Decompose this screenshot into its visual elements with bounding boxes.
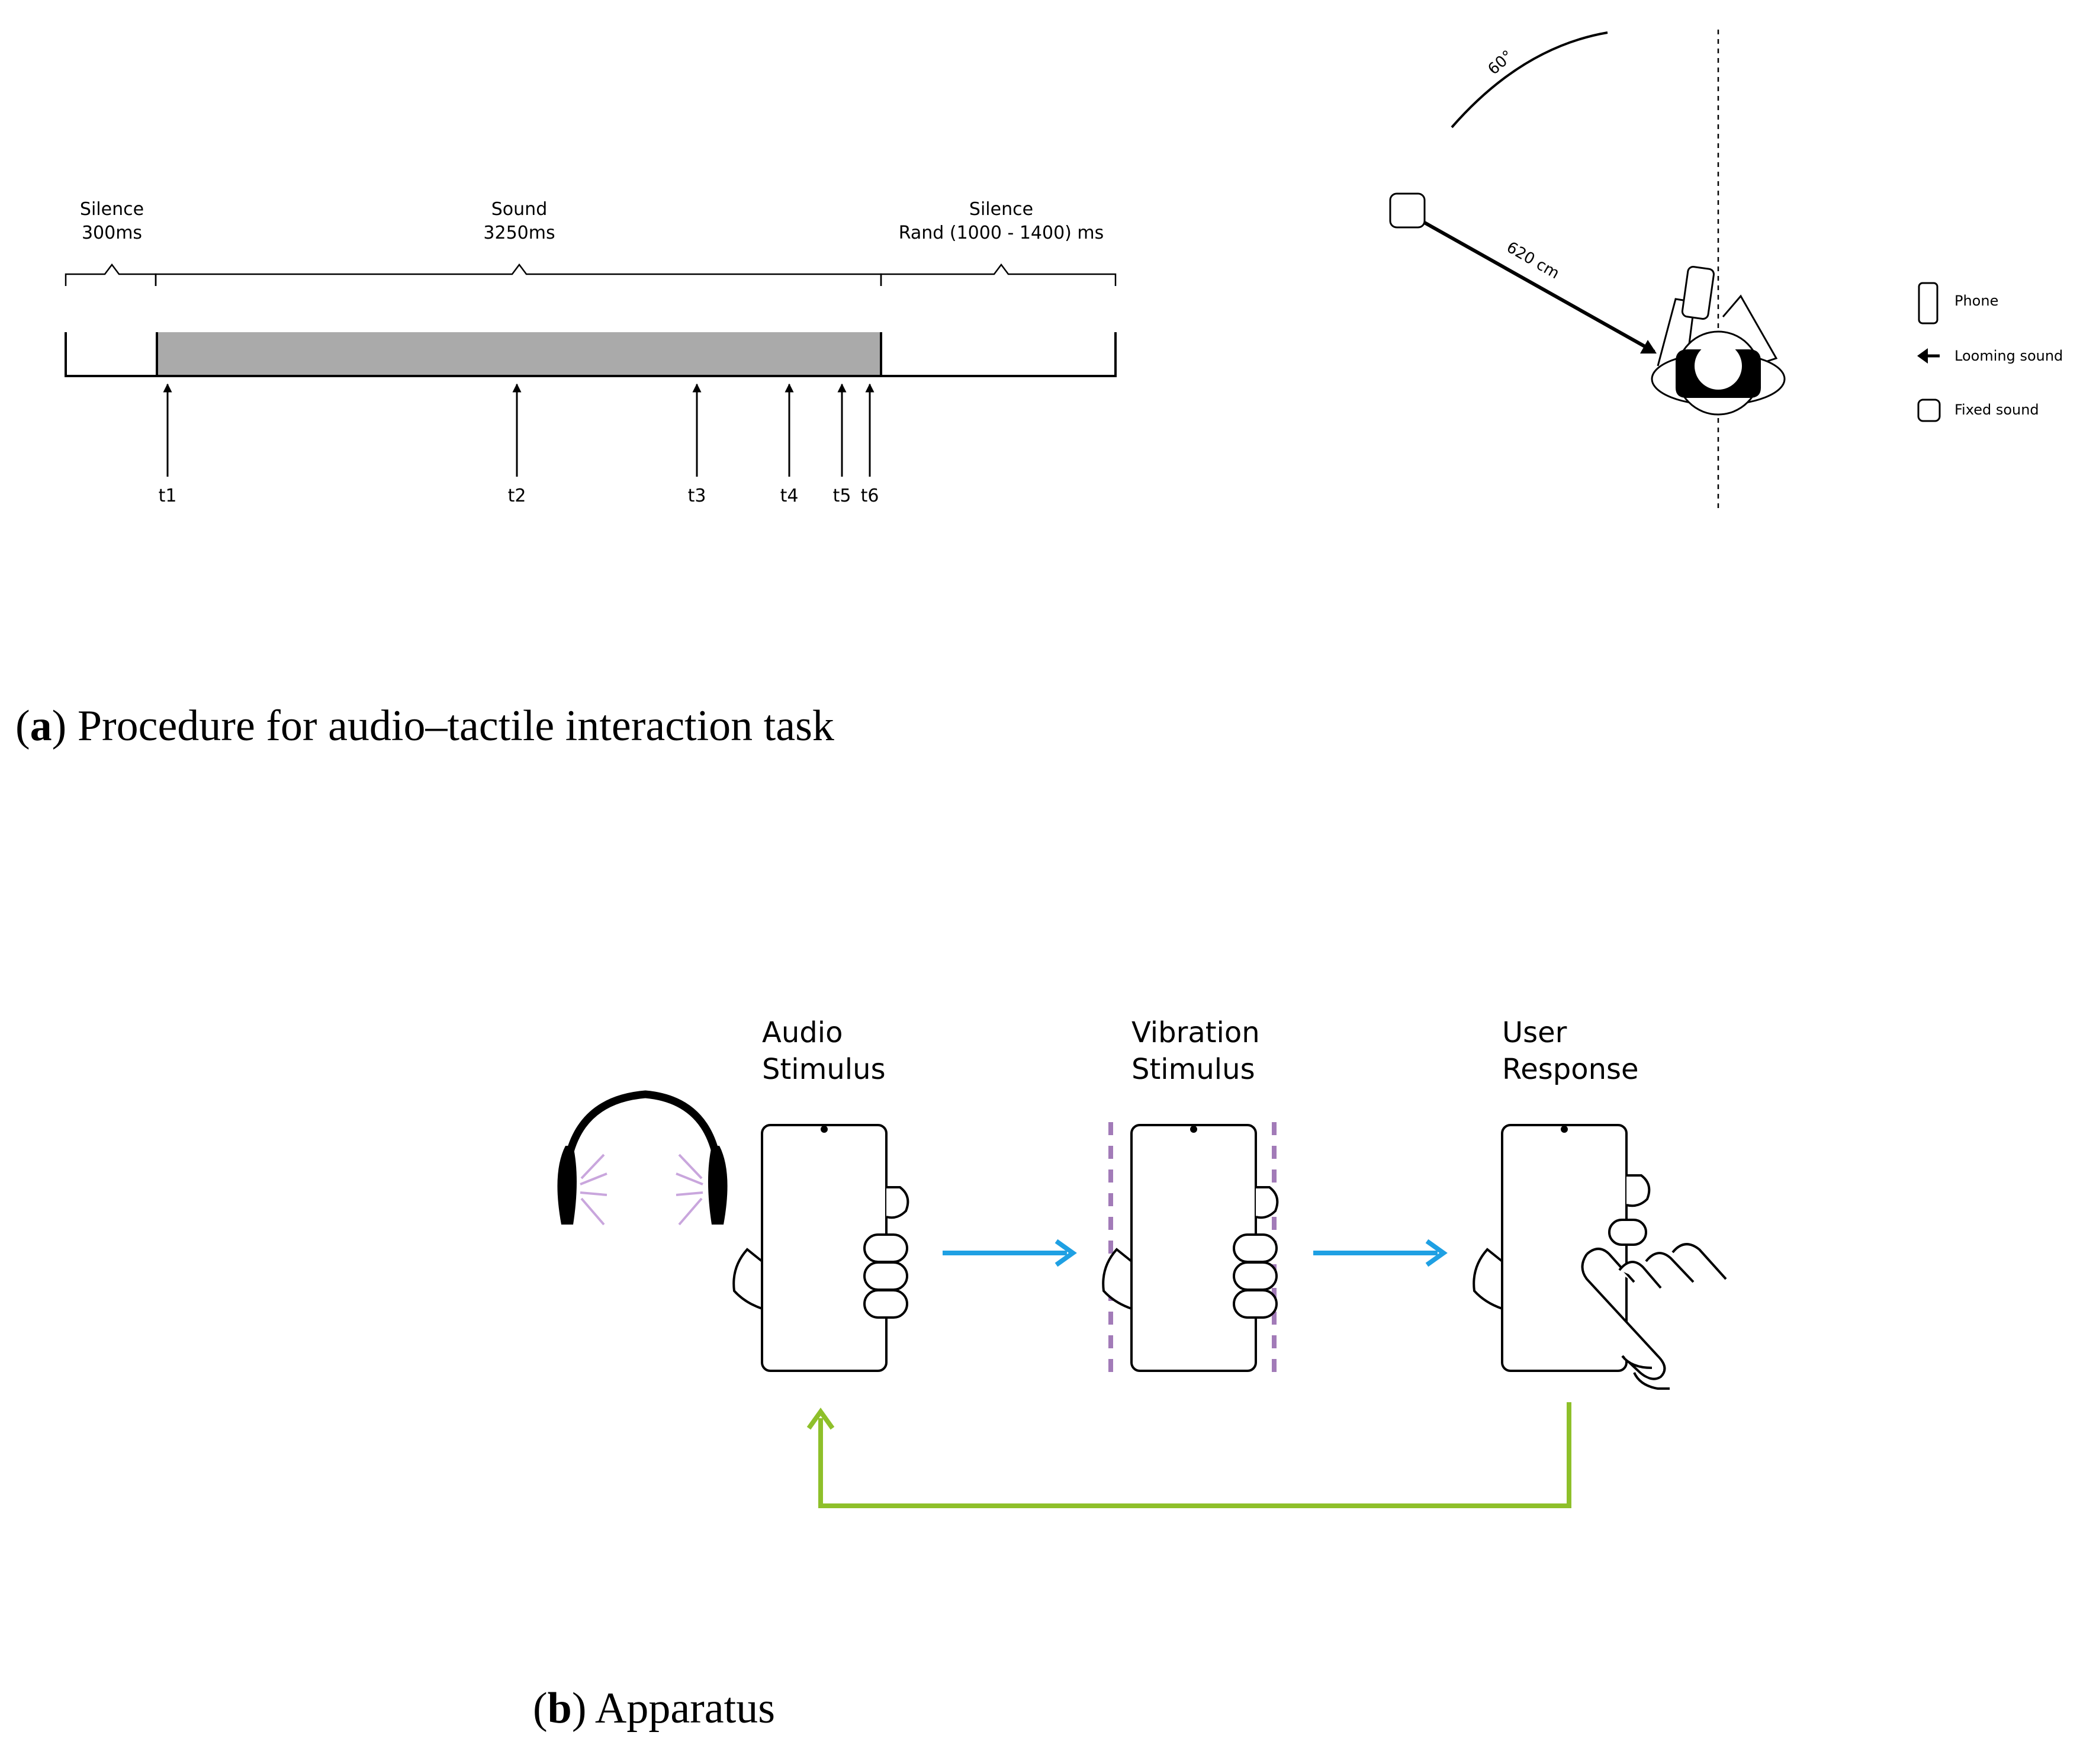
svg-text:t6: t6 — [861, 486, 879, 506]
phase-silence-post-duration: Rand (1000 - 1400) ms — [899, 223, 1104, 243]
fixed-sound-source — [1389, 192, 1426, 229]
svg-text:Audio: Audio — [762, 1016, 843, 1049]
apparatus-diagram: Audio Stimulus Vibration Stimulus User R… — [557, 1016, 1727, 1508]
phase-sound-name: Sound — [491, 199, 547, 220]
looming-sound-path — [1423, 221, 1655, 354]
looming-arrowhead — [1640, 340, 1657, 354]
marker-t1: t1 — [159, 383, 177, 506]
legend-looming-icon — [1917, 348, 1940, 364]
legend-looming-label: Looming sound — [1954, 348, 2063, 364]
phase-silence-post-name: Silence — [969, 199, 1033, 220]
sound-waves-icon — [580, 1153, 703, 1226]
svg-text:t4: t4 — [780, 486, 799, 506]
listener-head-top — [1695, 342, 1742, 390]
feedback-loop-arrow — [806, 1402, 1571, 1508]
svg-text:Vibration: Vibration — [1131, 1016, 1260, 1049]
svg-text:t1: t1 — [159, 486, 177, 506]
phone-user-response — [1473, 1124, 1727, 1390]
timeline-diagram: Silence 300ms Sound 3250ms Silence Rand … — [65, 199, 1117, 506]
svg-text:t2: t2 — [508, 486, 526, 506]
listener-top-view — [1651, 266, 1786, 416]
phase-silence-pre-duration: 300ms — [82, 223, 142, 243]
step-audio-title: Audio Stimulus — [762, 1016, 886, 1086]
svg-text:t5: t5 — [833, 486, 851, 506]
phase-sound-duration: 3250ms — [483, 223, 555, 243]
brace-sound — [155, 263, 882, 286]
marker-t5: t5 — [833, 383, 851, 506]
marker-t2: t2 — [508, 383, 526, 506]
legend-fixed-icon — [1917, 399, 1941, 422]
angle-arc — [1451, 31, 1608, 128]
caption-a: (a) Procedure for audio–tactile interact… — [15, 702, 834, 750]
step-response-title: User Response — [1502, 1016, 1639, 1086]
spatial-setup-diagram: 60° 620 cm Phone Looming sound Fixed sou… — [1389, 30, 2063, 509]
arrow-audio-to-vibration — [943, 1239, 1077, 1267]
brace-silence-pre — [65, 263, 157, 286]
distance-label: 620 cm — [1503, 239, 1562, 283]
svg-text:User: User — [1502, 1016, 1567, 1049]
svg-text:Response: Response — [1502, 1053, 1639, 1086]
svg-text:Stimulus: Stimulus — [1131, 1053, 1255, 1086]
marker-t3: t3 — [688, 383, 706, 506]
headphones-icon — [557, 1090, 728, 1226]
timeline-axis — [65, 332, 1117, 377]
svg-text:t3: t3 — [688, 486, 706, 506]
svg-text:Stimulus: Stimulus — [762, 1053, 886, 1086]
phase-silence-pre-name: Silence — [80, 199, 144, 220]
marker-t4: t4 — [780, 383, 799, 506]
setup-legend: Phone Looming sound Fixed sound — [1917, 282, 2063, 422]
arrow-vibration-to-response — [1313, 1239, 1448, 1267]
legend-fixed-label: Fixed sound — [1954, 401, 2039, 418]
tapping-hand — [1581, 1243, 1727, 1390]
phone-audio-stimulus — [732, 1124, 909, 1372]
sound-interval-bar — [157, 332, 881, 376]
phone-vibration-stimulus — [1102, 1122, 1279, 1373]
legend-phone-label: Phone — [1954, 293, 1998, 309]
phone-held — [1681, 266, 1715, 320]
caption-b: (b) Apparatus — [533, 1684, 775, 1733]
step-vibration-title: Vibration Stimulus — [1131, 1016, 1260, 1086]
marker-t6: t6 — [861, 383, 879, 506]
legend-phone-icon — [1918, 282, 1938, 324]
brace-silence-post — [880, 263, 1117, 286]
